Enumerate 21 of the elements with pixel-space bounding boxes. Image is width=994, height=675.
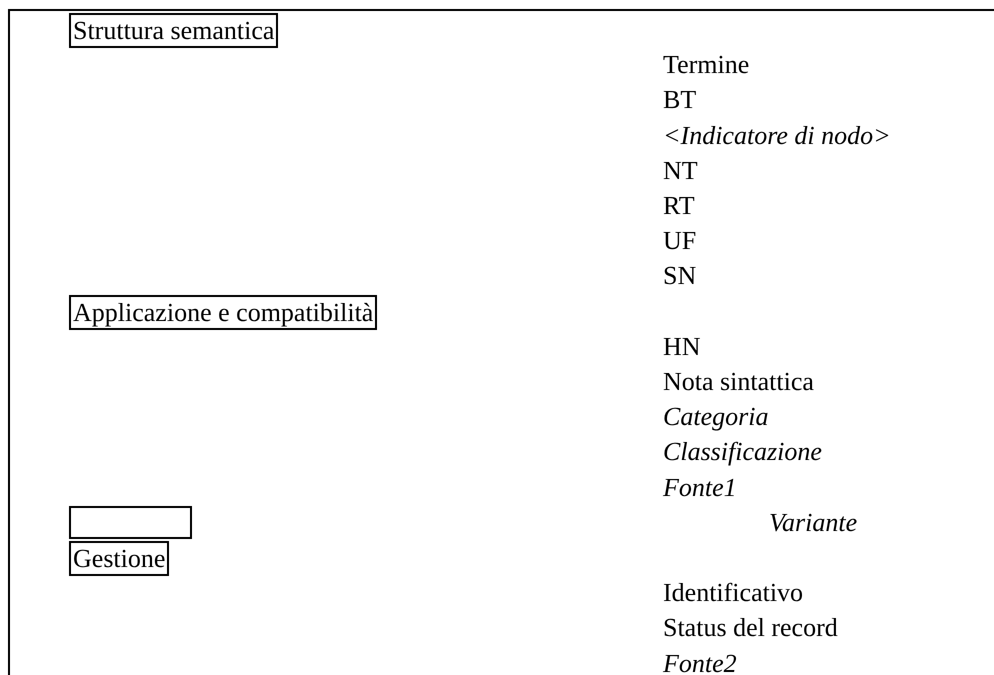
field-name: Termine xyxy=(663,50,750,80)
field-name: Status del record xyxy=(663,613,838,644)
field-name: Classificazione xyxy=(663,437,822,468)
field-name: RT xyxy=(663,191,695,221)
field-name: Categoria xyxy=(663,402,768,432)
field-name: Fonte1 xyxy=(663,472,737,503)
field-name: NT xyxy=(663,156,698,186)
field-name: SN xyxy=(663,261,696,292)
field-name: HN xyxy=(663,332,701,362)
section-heading: Gestione xyxy=(69,541,170,576)
empty-box xyxy=(69,506,192,539)
field-name: BT xyxy=(663,85,696,116)
section-heading: Struttura semantica xyxy=(69,13,278,48)
field-name: Variante xyxy=(769,508,858,538)
field-name: Nota sintattica xyxy=(663,367,814,397)
field-name: Identificativo xyxy=(663,578,804,608)
field-name: Fonte2 xyxy=(663,648,737,675)
section-heading: Applicazione e compatibilità xyxy=(69,294,378,330)
field-name: <Indicatore di nodo> xyxy=(663,120,891,151)
frame-border xyxy=(8,9,994,675)
field-name: UF xyxy=(663,226,696,256)
